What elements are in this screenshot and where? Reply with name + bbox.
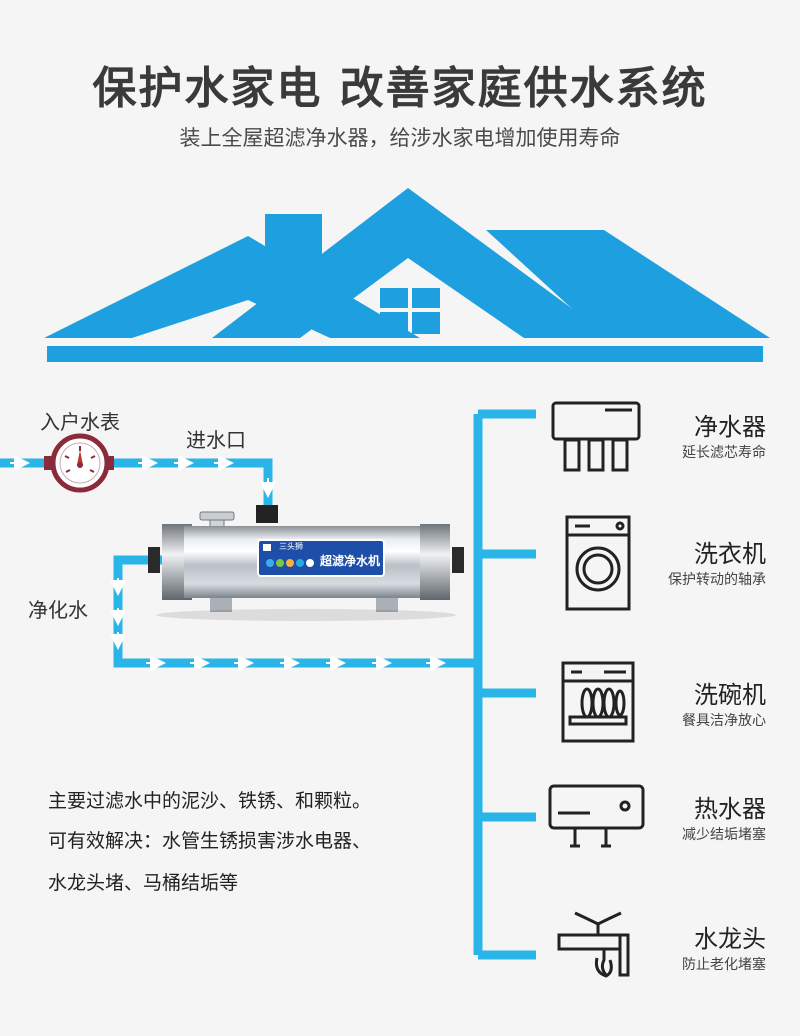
washing-machine-icon [565, 515, 631, 611]
inlet-label: 进水口 [186, 428, 246, 452]
purifier-unit [148, 505, 464, 621]
note-line-3: 水龙头堵、马桶结垢等 [48, 872, 239, 894]
appliance-name-washer: 洗衣机 [694, 540, 766, 568]
appliance-name-purifier: 净水器 [694, 413, 766, 441]
appliance-name-dishwasher: 洗碗机 [694, 681, 766, 709]
flow-arrows [10, 455, 446, 671]
purifier-product-label: 超滤净水机 [320, 554, 381, 568]
meter-label: 入户水表 [40, 410, 120, 434]
water-purifier-icon [551, 401, 641, 472]
water-heater-icon [548, 784, 645, 848]
appliance-desc-faucet: 防止老化堵塞 [682, 957, 766, 973]
water-meter-icon [44, 433, 114, 493]
note-line-2: 可有效解决：水管生锈损害涉水电器、 [48, 830, 372, 852]
house-roof-icon [44, 188, 770, 362]
faucet-icon [557, 911, 630, 978]
page-subtitle: 装上全屋超滤净水器，给涉水家电增加使用寿命 [179, 126, 621, 150]
appliance-name-faucet: 水龙头 [694, 925, 766, 953]
house-window-icon [380, 288, 440, 334]
appliance-name-heater: 热水器 [694, 795, 766, 823]
note-line-1: 主要过滤水中的泥沙、铁锈、和颗粒。 [48, 790, 372, 812]
dishwasher-icon [561, 661, 635, 743]
appliance-desc-washer: 保护转动的轴承 [668, 572, 766, 588]
page-title: 保护水家电 改善家庭供水系统 [92, 63, 708, 114]
purified-water-label: 净化水 [28, 598, 88, 622]
appliance-desc-dishwasher: 餐具洁净放心 [682, 713, 766, 729]
appliance-desc-purifier: 延长滤芯寿命 [682, 445, 766, 461]
purifier-brand: 三头狮 [279, 542, 303, 551]
appliance-desc-heater: 减少结垢堵塞 [682, 827, 766, 843]
